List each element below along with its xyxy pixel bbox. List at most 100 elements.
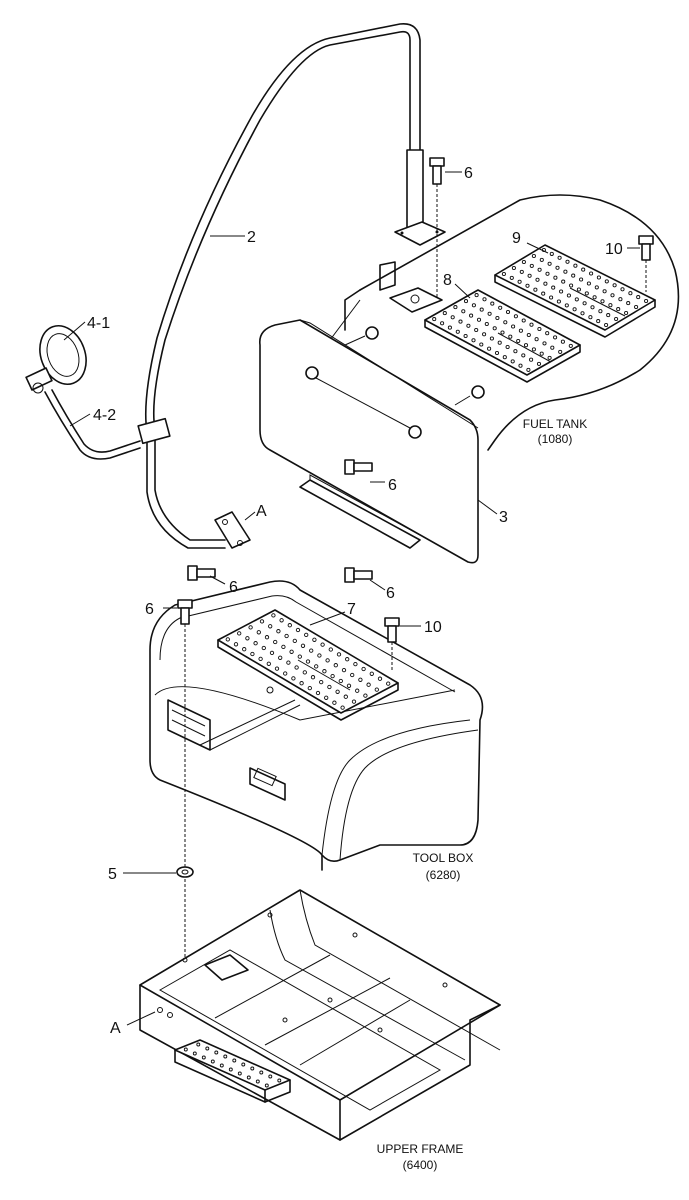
tread-hole — [300, 643, 306, 648]
tread-hole — [564, 303, 569, 308]
tread-hole — [510, 359, 515, 364]
tread-hole — [518, 363, 523, 368]
tread-hole — [505, 344, 510, 350]
tread-hole — [590, 305, 595, 310]
tread-hole — [315, 690, 321, 696]
tread-hole — [246, 1075, 251, 1080]
tread-hole — [271, 613, 276, 618]
tread-hole — [458, 319, 463, 324]
tread-hole — [495, 315, 500, 321]
tread-hole — [341, 667, 347, 673]
tread-hole — [476, 317, 482, 322]
tread-hole — [335, 689, 340, 694]
tread-hole — [245, 636, 250, 641]
tool-box-caption-line2: (6280) — [426, 868, 461, 882]
tread-hole — [531, 347, 536, 352]
tread-hole — [537, 326, 542, 332]
tread-hole — [566, 293, 571, 298]
tread-hole — [264, 635, 270, 640]
tread-hole — [482, 332, 487, 337]
bolt-6-bottom-right — [344, 567, 373, 583]
bracket-a — [214, 511, 251, 549]
tread-hole — [201, 1055, 206, 1060]
tread-hole — [547, 261, 552, 266]
tread-hole — [278, 655, 283, 660]
tread-hole — [518, 328, 523, 333]
tread-hole — [228, 1067, 233, 1072]
bolt-6-mid — [344, 459, 373, 475]
tread-hole — [526, 367, 531, 372]
tread-hole — [556, 299, 561, 304]
tread-hole — [560, 339, 565, 344]
callout-10-mid: 10 — [424, 619, 442, 636]
tread-hole — [340, 705, 345, 710]
tread-hole — [553, 275, 558, 280]
tread-hole — [535, 277, 540, 282]
bolt-6-top — [429, 157, 445, 300]
tread-hole — [289, 649, 294, 654]
step-plate-9 — [494, 244, 656, 338]
tread-hole — [474, 327, 479, 333]
tread-hole — [279, 618, 284, 623]
tread-hole — [276, 629, 281, 634]
tread-hole — [608, 303, 613, 308]
tread-hole — [572, 307, 577, 312]
tread-hole — [330, 673, 335, 679]
tread-hole — [539, 351, 544, 356]
callout-8: 8 — [443, 272, 452, 289]
tread-hole — [616, 307, 621, 312]
tread-hole — [369, 671, 374, 676]
tread-hole — [497, 340, 502, 345]
tread-hole — [634, 304, 639, 310]
tread-hole — [292, 638, 297, 644]
tread-hole — [576, 287, 581, 292]
tread-hole — [268, 1074, 273, 1079]
bolt-6-left — [177, 599, 193, 960]
callout-5: 5 — [108, 866, 117, 883]
tread-hole — [563, 269, 568, 274]
tread-hole — [596, 275, 601, 280]
tread-hole — [241, 1062, 246, 1067]
tread-hole — [620, 287, 625, 292]
tread-hole — [196, 1042, 201, 1047]
tread-hole — [547, 355, 552, 360]
tread-hole — [494, 350, 500, 356]
fuel-tank-caption-line2: (1080) — [538, 432, 573, 446]
tread-hole — [565, 259, 570, 264]
tread-hole — [600, 299, 605, 304]
tread-hole — [325, 658, 330, 663]
tread-hole — [529, 263, 534, 268]
tread-hole — [521, 353, 526, 358]
tread-hole — [553, 335, 558, 340]
tread-hole — [592, 295, 597, 300]
fuel-tank-caption-line1: FUEL TANK — [523, 417, 587, 431]
callout-a-bottom: A — [110, 1020, 121, 1037]
tread-hole — [545, 271, 550, 276]
tool-box-caption-line1: TOOL BOX — [413, 851, 474, 865]
tread-hole — [205, 1046, 210, 1051]
tread-hole — [463, 333, 468, 339]
tread-hole — [568, 343, 573, 348]
tread-hole — [361, 666, 366, 672]
upper-frame — [139, 889, 501, 1141]
tread-hole — [489, 336, 494, 341]
tread-hole — [614, 316, 619, 322]
tread-hole — [350, 672, 355, 678]
tread-hole — [304, 632, 309, 638]
tread-hole — [332, 700, 337, 705]
tread-hole — [237, 1071, 242, 1076]
tread-hole — [526, 332, 531, 338]
tread-hole — [219, 1063, 224, 1068]
tread-hole — [574, 297, 579, 302]
tread-hole — [479, 307, 484, 312]
tread-hole — [628, 291, 633, 296]
tread-hole — [549, 295, 554, 300]
tread-hole — [256, 630, 261, 635]
tread-hole — [541, 291, 546, 296]
tread-hole — [248, 625, 253, 630]
tread-hole — [266, 661, 271, 666]
tread-hole — [223, 1054, 228, 1059]
tread-hole — [490, 301, 495, 306]
tread-hole — [558, 349, 563, 354]
tread-hole — [582, 301, 587, 306]
